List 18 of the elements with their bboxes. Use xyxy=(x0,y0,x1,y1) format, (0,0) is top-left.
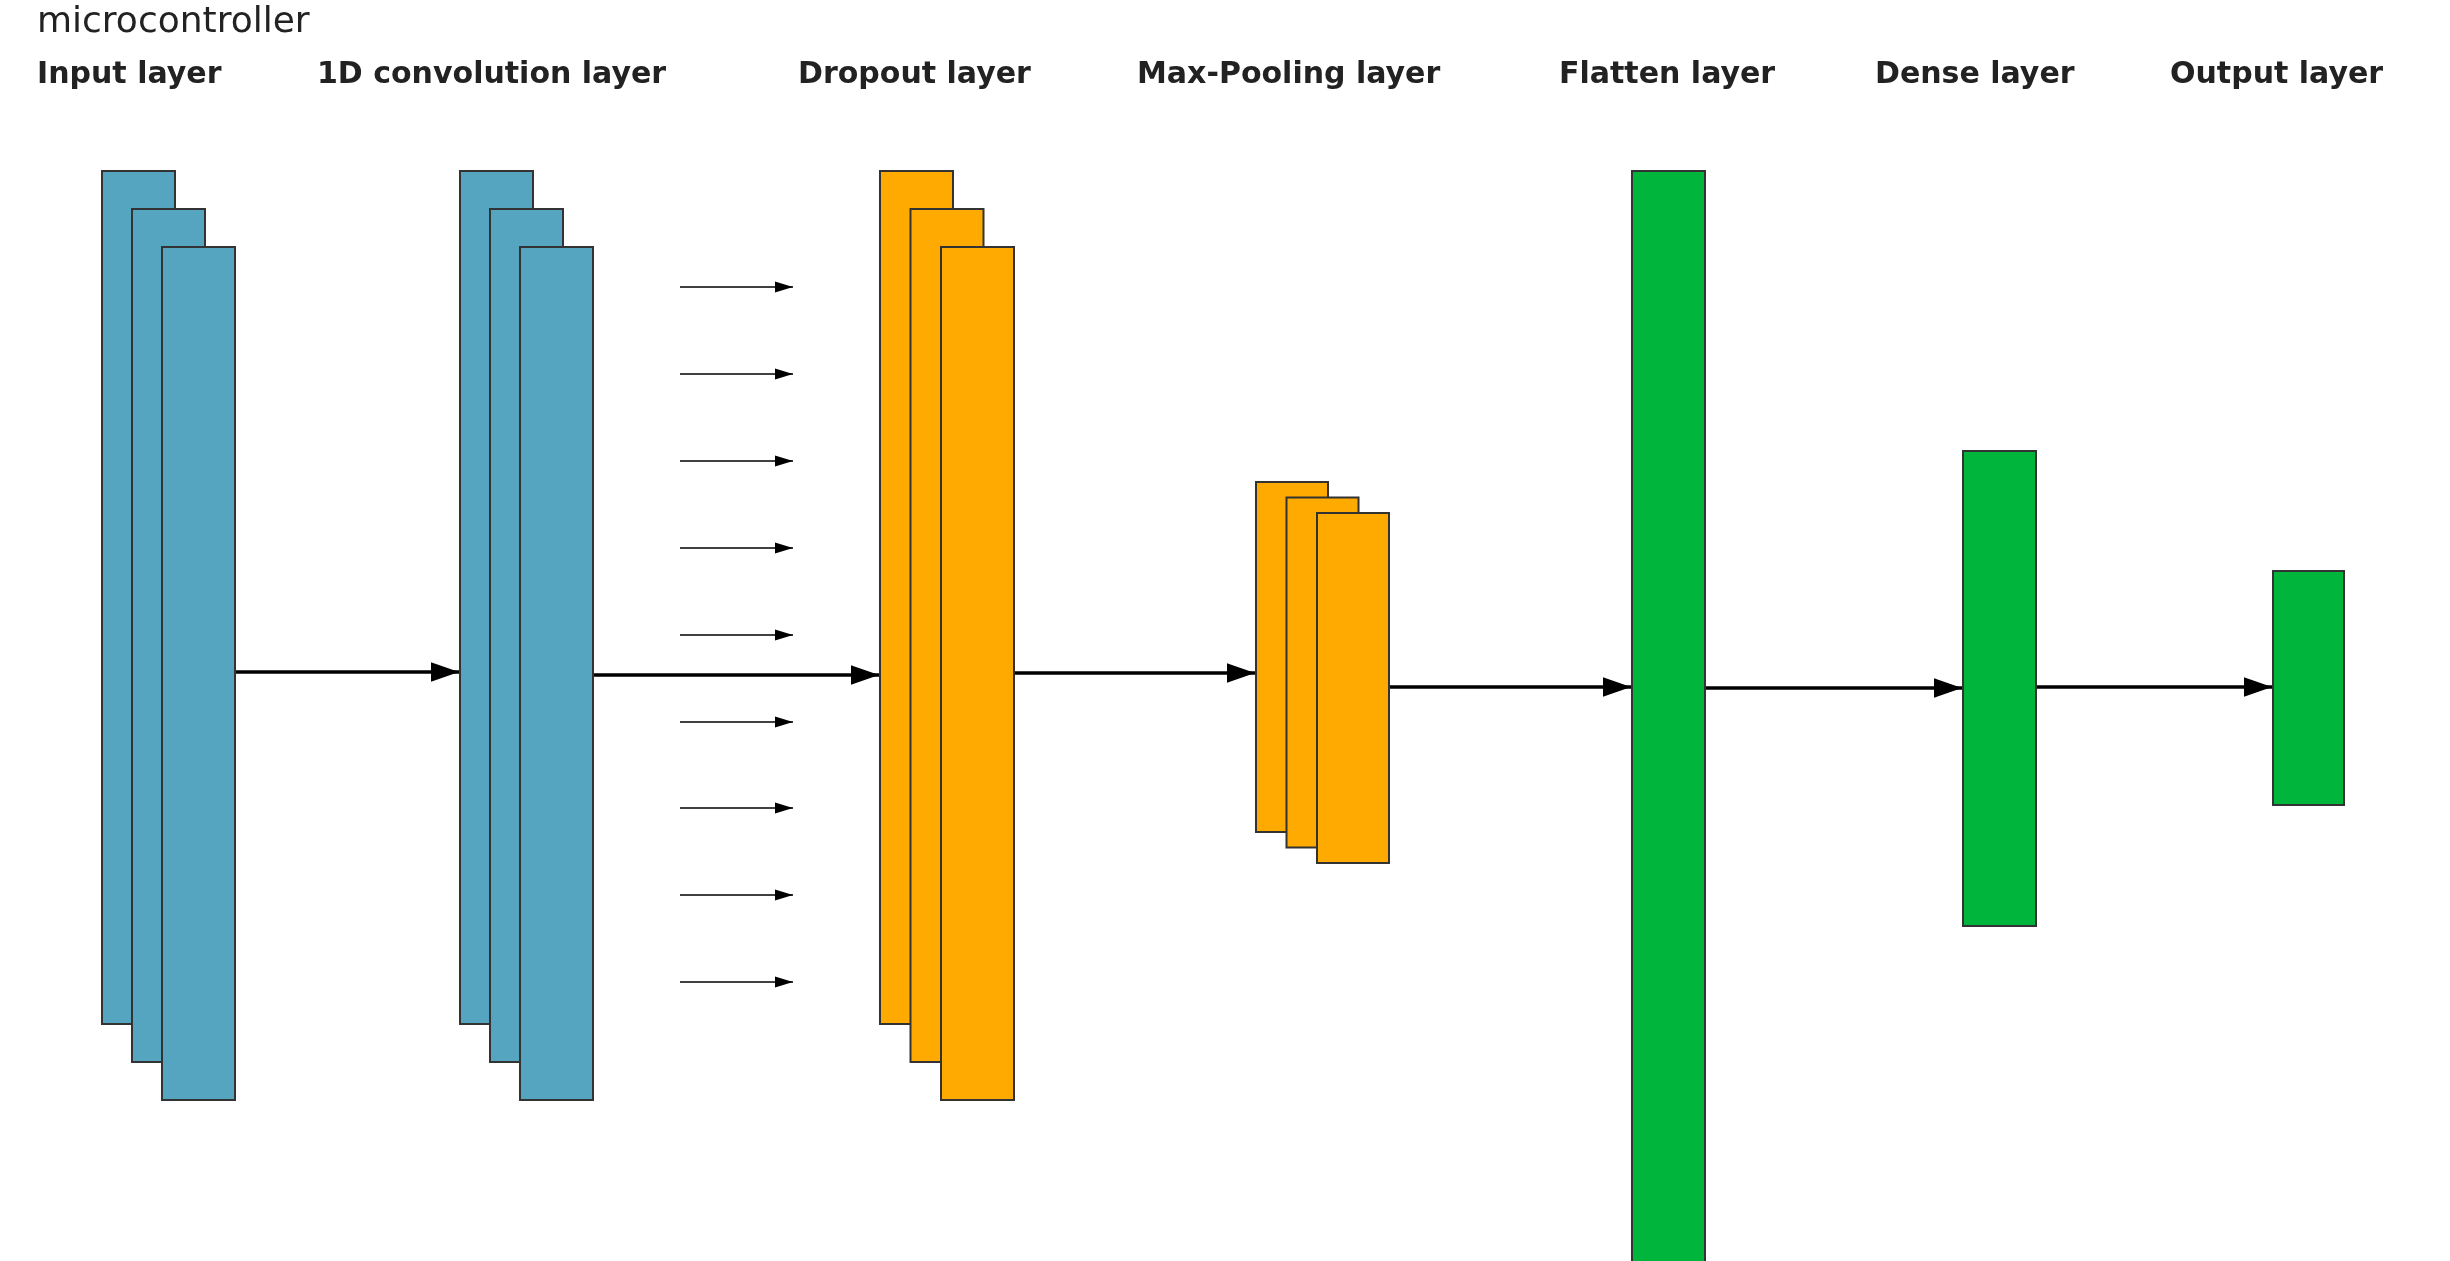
title-text: microcontroller xyxy=(37,2,310,38)
layer-label: Output layer xyxy=(2170,58,2384,88)
arrow xyxy=(2037,677,2272,697)
layer-bar xyxy=(1631,170,1706,1261)
layer-stack-drawing xyxy=(1255,481,1390,864)
arrow xyxy=(594,665,879,685)
layer-bar xyxy=(1962,450,2037,927)
layer-stack-drawing xyxy=(101,170,236,1101)
layer-bar xyxy=(2272,570,2345,806)
layer-label: Dense layer xyxy=(1875,58,2075,88)
arrow xyxy=(1706,678,1962,698)
layer-label: 1D convolution layer xyxy=(317,58,667,88)
layer-label: Max-Pooling layer xyxy=(1137,58,1441,88)
layer-stack-drawing xyxy=(879,170,1015,1101)
arrow xyxy=(236,662,459,682)
arrow xyxy=(1390,677,1631,697)
layer-stack-drawing xyxy=(459,170,594,1101)
arrow xyxy=(1015,663,1255,683)
